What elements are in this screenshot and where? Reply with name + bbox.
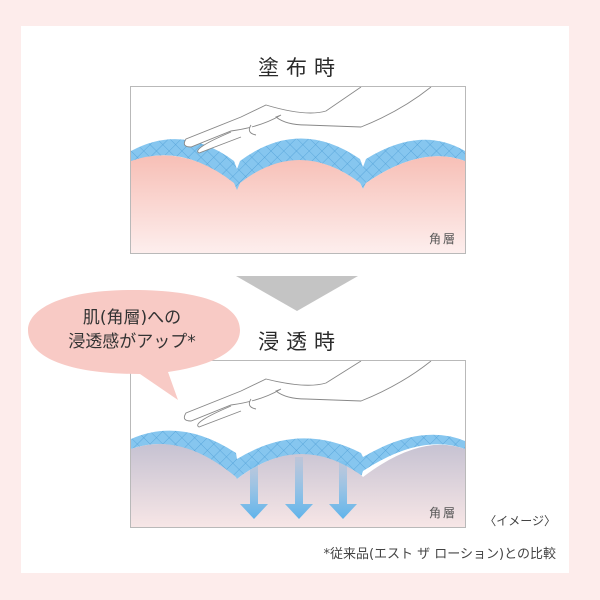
skin-illustration-application — [131, 87, 465, 253]
footnote: *従来品(エスト ザ ローション)との比較 — [323, 547, 556, 562]
diagram-panel-application: 角層 — [130, 86, 466, 254]
layer-label-stratum-corneum: 角層 — [428, 232, 457, 246]
bubble-line-1: 肌(角層)への — [82, 308, 182, 328]
skin-illustration-penetration — [131, 361, 465, 527]
bubble-line-2: 浸透感がアップ* — [68, 332, 196, 352]
bubble-text: 肌(角層)への 浸透感がアップ* — [42, 306, 222, 354]
penetration-arrows-icon — [240, 457, 357, 519]
down-arrow-icon — [236, 276, 358, 311]
panel-title-application: 塗布時 — [258, 56, 342, 80]
diagram-panel-penetration: 角層 — [130, 360, 466, 528]
panel-title-penetration: 浸透時 — [258, 330, 342, 354]
layer-label-stratum-corneum: 角層 — [428, 506, 457, 520]
image-note: 〈イメージ〉 — [484, 514, 556, 528]
